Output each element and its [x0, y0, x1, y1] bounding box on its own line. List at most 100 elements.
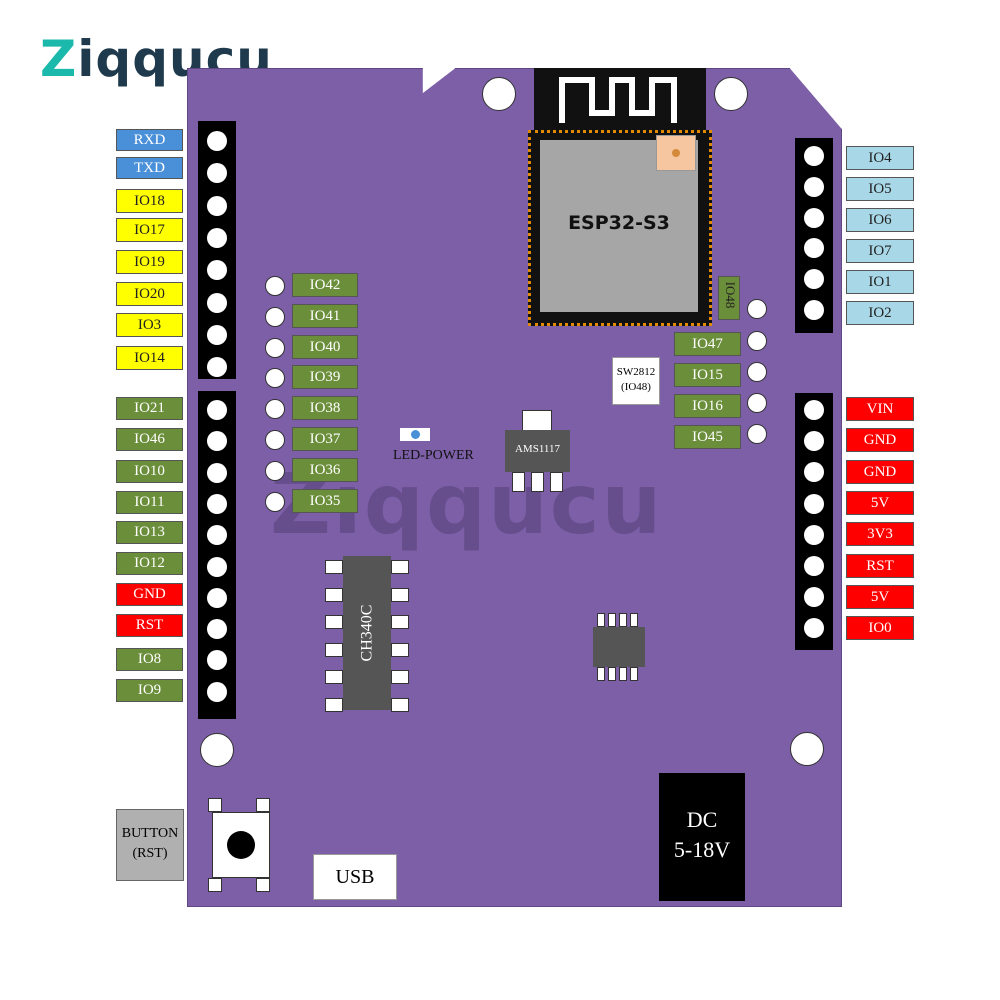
header-pin[interactable] [207, 400, 227, 420]
power-led [400, 428, 430, 441]
antenna-connector [656, 135, 696, 171]
pin-label: IO13 [116, 521, 183, 544]
header-pin[interactable] [207, 431, 227, 452]
header-pin[interactable] [804, 400, 824, 420]
regulator-label: AMS1117 [514, 443, 561, 455]
chip-leg [391, 587, 409, 602]
pin-label: IO20 [116, 282, 183, 306]
pad-pin[interactable] [747, 393, 767, 413]
pin-label: IO21 [116, 397, 183, 420]
chip-leg [391, 670, 409, 684]
chip-leg [391, 642, 409, 657]
header-pin[interactable] [804, 238, 824, 259]
header-pin[interactable] [207, 227, 227, 248]
pin-label: IO10 [116, 460, 183, 483]
header-pin[interactable] [207, 260, 227, 281]
button-label-line2: (RST) [132, 846, 168, 861]
sw2812-label: SW2812 [616, 366, 656, 378]
pin-label: RST [846, 553, 914, 578]
usb-port: USB [313, 854, 397, 900]
header-pin[interactable] [804, 524, 824, 545]
header-pin[interactable] [207, 650, 227, 671]
pad-pin[interactable] [265, 306, 285, 327]
pad-pin[interactable] [265, 460, 285, 481]
pin-label: IO47 [674, 332, 741, 356]
led-power-label: LED-POWER [393, 448, 474, 463]
header-pin[interactable] [207, 163, 227, 184]
header-pin[interactable] [207, 195, 227, 216]
pin-label: GND [846, 459, 914, 484]
reset-button[interactable] [212, 812, 270, 878]
pin-label: IO16 [674, 394, 741, 418]
pin-label: RXD [116, 129, 183, 151]
regulator-leg [512, 472, 525, 492]
dc-jack: DC 5-18V [659, 773, 745, 901]
header-pin[interactable] [207, 292, 227, 313]
header-pin[interactable] [207, 556, 227, 577]
header-pin[interactable] [207, 587, 227, 608]
sw2812-pin: (IO48) [621, 381, 651, 393]
pin-label: IO19 [116, 250, 183, 274]
pin-label: IO14 [116, 346, 183, 370]
pin-label: IO6 [846, 208, 914, 232]
pin-label: IO8 [116, 648, 183, 671]
module-name: ESP32-S3 [568, 212, 670, 234]
pad-pin[interactable] [265, 368, 285, 389]
chip-leg [608, 613, 616, 627]
pin-label: RST [116, 614, 183, 637]
header-pin[interactable] [804, 462, 824, 483]
chip-leg [597, 667, 605, 681]
pin-label: IO2 [846, 301, 914, 325]
logo-initial: Z [40, 30, 78, 88]
header-pin[interactable] [804, 618, 824, 639]
io48-text: IO48 [723, 281, 738, 309]
ams1117-regulator [505, 430, 570, 472]
button-leg [208, 878, 222, 892]
io48-label: IO48 [718, 276, 740, 320]
pin-label: IO39 [292, 365, 358, 390]
pad-pin[interactable] [265, 491, 285, 512]
pin-label: IO35 [292, 488, 358, 513]
header-pin[interactable] [804, 431, 824, 452]
header-pin[interactable] [804, 207, 824, 228]
header-pin[interactable] [207, 357, 227, 378]
header-pin[interactable] [207, 131, 227, 151]
chip-leg [630, 613, 638, 627]
antenna-trace-icon [559, 77, 677, 123]
chip-leg [325, 670, 343, 684]
pin-label: IO17 [116, 218, 183, 242]
pad-pin[interactable] [265, 276, 285, 296]
pin-label: IO18 [116, 189, 183, 213]
header-pin[interactable] [207, 324, 227, 345]
header-pin[interactable] [207, 493, 227, 514]
chip-leg [325, 697, 343, 712]
header-pin[interactable] [207, 681, 227, 702]
pad-pin[interactable] [265, 337, 285, 358]
pad-pin[interactable] [265, 430, 285, 450]
header-pin[interactable] [207, 462, 227, 483]
header-pin[interactable] [804, 556, 824, 576]
pad-pin[interactable] [265, 399, 285, 420]
header-pin[interactable] [804, 269, 824, 290]
header-pin[interactable] [804, 300, 824, 320]
header-pin[interactable] [804, 146, 824, 166]
pad-pin[interactable] [747, 424, 767, 444]
sw2812-led: SW2812 (IO48) [612, 357, 660, 405]
mounting-hole [714, 77, 748, 111]
header-pin[interactable] [207, 525, 227, 546]
pin-label: IO5 [846, 177, 914, 201]
mounting-hole [482, 77, 516, 111]
chip-leg [391, 560, 409, 574]
sop8-chip [593, 627, 645, 667]
pad-pin[interactable] [747, 331, 767, 351]
header-pin[interactable] [804, 493, 824, 514]
header-pin[interactable] [804, 176, 824, 197]
header-pin[interactable] [207, 619, 227, 640]
pad-pin[interactable] [747, 299, 767, 319]
chip-leg [391, 615, 409, 629]
header-pin[interactable] [804, 587, 824, 608]
pin-label: IO9 [116, 679, 183, 702]
regulator-leg [550, 472, 563, 492]
button-leg [256, 798, 270, 812]
pad-pin[interactable] [747, 362, 767, 382]
